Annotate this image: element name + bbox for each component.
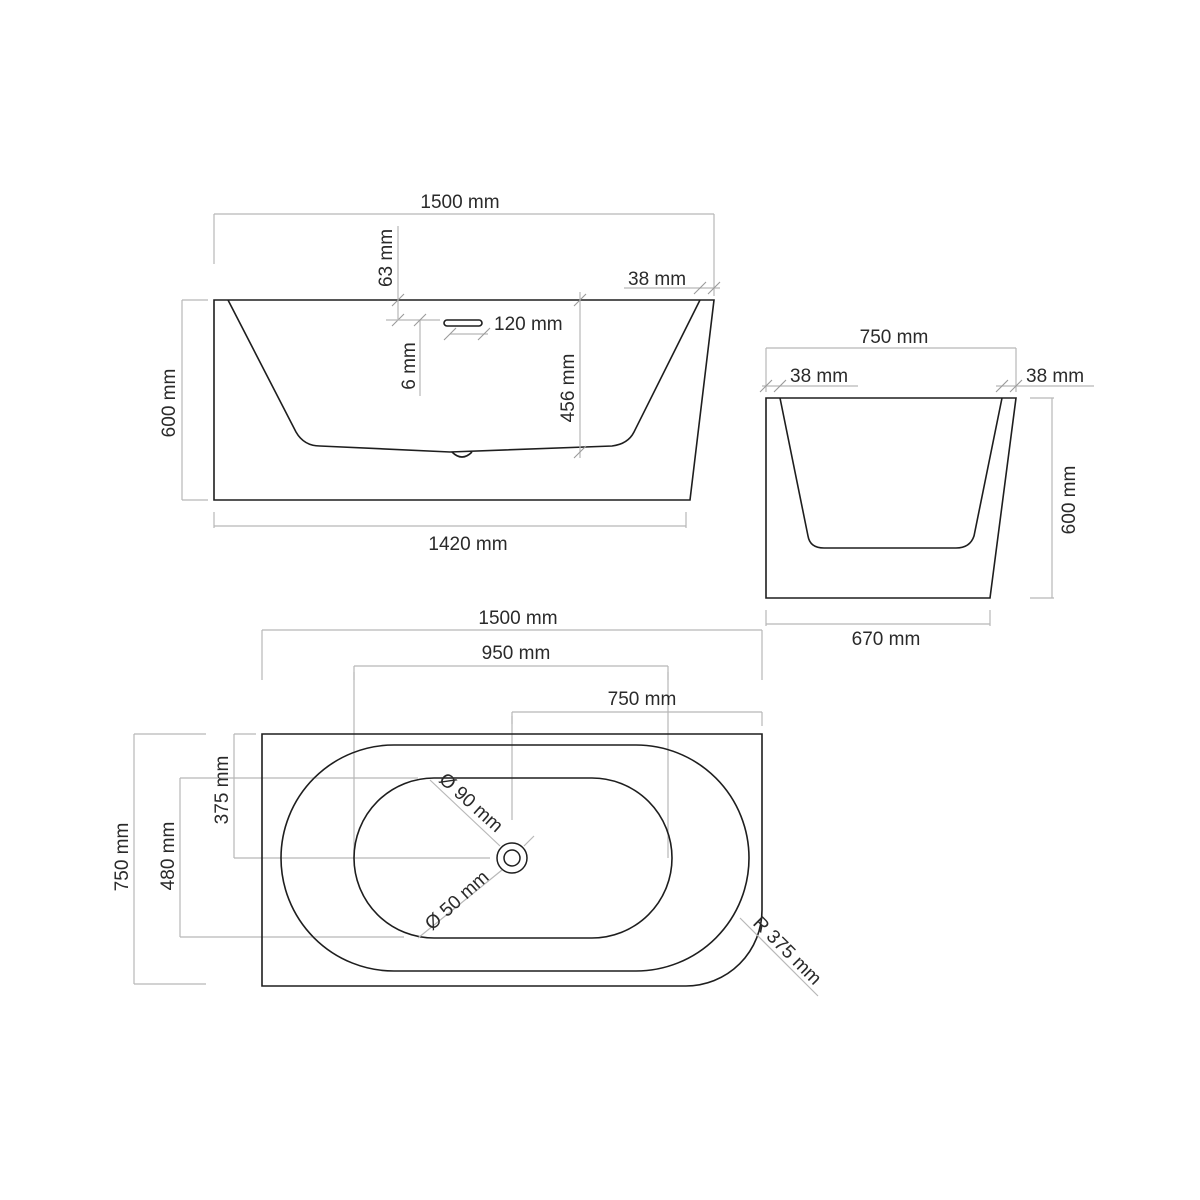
top-view-basin xyxy=(353,777,673,939)
front-view-outer-outline xyxy=(213,299,715,501)
overflow-offset-label: 63 mm xyxy=(376,229,397,287)
front-base-length-label: 1420 mm xyxy=(428,534,507,555)
top-view-rim xyxy=(280,744,750,972)
basin-width-label: 480 mm xyxy=(158,822,179,891)
top-length-label: 1500 mm xyxy=(478,608,557,629)
drain-center-label: 375 mm xyxy=(212,756,233,825)
front-wall-thickness-label: 38 mm xyxy=(628,269,686,290)
overflow-height-label: 6 mm xyxy=(399,342,420,390)
side-view-outer-outline xyxy=(765,397,1017,599)
front-height-label: 600 mm xyxy=(159,369,180,438)
top-view-outer-outline xyxy=(261,733,763,987)
front-view-drain xyxy=(451,451,473,458)
basin-length-label: 950 mm xyxy=(482,643,551,664)
corner-radius-label: R 375 mm xyxy=(748,913,825,990)
overflow-width-label: 120 mm xyxy=(494,314,563,335)
side-width-label: 750 mm xyxy=(860,327,929,348)
side-base-width-label: 670 mm xyxy=(852,629,921,650)
inner-depth-label: 456 mm xyxy=(558,354,579,423)
drain-outer-diameter-label: Ø 90 mm xyxy=(435,769,507,837)
side-wall-left-label: 38 mm xyxy=(790,366,848,387)
top-width-label: 750 mm xyxy=(112,823,133,892)
overflow-slot xyxy=(443,319,483,327)
front-view-inner-basin xyxy=(227,299,701,453)
drain-inner-diameter-label: Ø 50 mm xyxy=(421,867,493,935)
side-height-label: 600 mm xyxy=(1059,466,1080,535)
front-view: 1500 mm 1420 mm 600 mm 63 mm 6 mm 120 mm… xyxy=(159,192,721,555)
front-length-label: 1500 mm xyxy=(420,192,499,213)
drain-inner-ring xyxy=(503,849,521,867)
top-view: Ø 90 mm Ø 50 mm 1500 mm 950 mm 750 mm 75… xyxy=(112,608,825,997)
side-view-inner-basin xyxy=(779,397,1003,549)
side-view: 750 mm 38 mm 38 mm 600 mm 670 mm xyxy=(759,327,1094,650)
drain-offset-label: 750 mm xyxy=(608,689,677,710)
side-wall-right-label: 38 mm xyxy=(1026,366,1084,387)
